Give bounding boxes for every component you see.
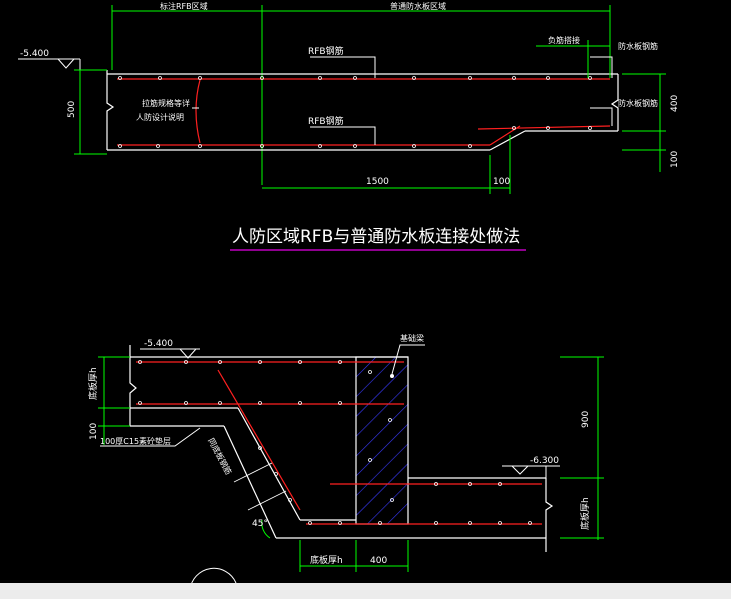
left-dimension-2 — [98, 356, 130, 445]
rebar-label-bottom: RFB钢筋 — [308, 115, 344, 127]
dim-100-left: 100 — [89, 423, 99, 440]
rebar-label-top: RFB钢筋 — [308, 45, 344, 57]
cushion-leader — [100, 427, 201, 447]
dim-500: 500 — [67, 101, 77, 118]
top-label-right: 普通防水板区域 — [390, 1, 446, 11]
top-label-left: 标注RFB区域 — [160, 1, 208, 11]
note-line-1: 拉筋规格等详 — [142, 98, 190, 108]
label-negative-rebar: 负筋搭接 — [548, 35, 580, 45]
diagram-1-title: 人防区域RFB与普通防水板连接处做法 — [232, 227, 520, 247]
top-dimension — [111, 5, 611, 185]
elevation-marker-top — [140, 348, 200, 359]
lap-dimension — [536, 40, 611, 78]
elevation-label-bottom: -6.300 — [530, 456, 559, 466]
waterproof-leaders — [590, 56, 613, 126]
bottom-strip — [0, 583, 731, 599]
label-slab-thickness-left: 底板厚h — [87, 367, 99, 400]
rebar-dots-1 — [118, 76, 592, 148]
leader-dot — [390, 374, 394, 378]
dim-1500: 1500 — [366, 177, 389, 187]
angle-label: 45° — [252, 519, 268, 529]
label-slab-thickness-right: 底板厚h — [579, 497, 591, 530]
label-slope-rebar: 同底板钢筋 — [206, 436, 234, 476]
bottom-dimension-2 — [299, 540, 409, 572]
elevation-marker-bottom — [502, 465, 560, 478]
label-foundation-beam: 基础梁 — [400, 333, 424, 343]
dim-900: 900 — [581, 411, 591, 428]
foundation-beam-hatch — [355, 356, 409, 525]
rebar-dots-2 — [138, 360, 532, 525]
bottom-dimension-1500 — [262, 135, 511, 194]
label-waterproof-top: 防水板钢筋 — [618, 41, 658, 51]
slope-dimension — [233, 462, 287, 511]
slab-outline-1 — [106, 70, 619, 151]
rebar-lines-2 — [136, 361, 542, 525]
right-dimension-900 — [560, 356, 604, 540]
elevation-label-1: -5.400 — [20, 49, 49, 59]
note-line-2: 人防设计说明 — [136, 112, 184, 122]
partial-circle — [189, 567, 237, 591]
label-waterproof-bottom: 防水板钢筋 — [618, 98, 658, 108]
right-dimension-400 — [622, 73, 666, 172]
rebar-leaders-1 — [310, 56, 376, 145]
label-cushion: 100厚C15素砼垫层 — [100, 436, 171, 446]
left-dimension-500 — [74, 69, 107, 155]
rebar-lines-1 — [117, 78, 611, 146]
elevation-marker-1 — [18, 58, 81, 70]
slab-outline-2 — [129, 345, 554, 552]
angle-arc — [261, 519, 271, 539]
foundation-beam-leader — [391, 344, 425, 375]
dim-400-bottom: 400 — [370, 556, 387, 566]
label-slab-thickness-bottom: 底板厚h — [310, 554, 343, 566]
dim-100-bottom: 100 — [493, 177, 510, 187]
dim-400: 400 — [670, 95, 680, 112]
dim-100-right: 100 — [670, 151, 680, 168]
diagram-1: 标注RFB区域 普通防水板区域 -5.400 — [18, 1, 680, 251]
diagram-2: -5.400 — [87, 333, 604, 591]
elevation-label-top: -5.400 — [144, 339, 173, 349]
